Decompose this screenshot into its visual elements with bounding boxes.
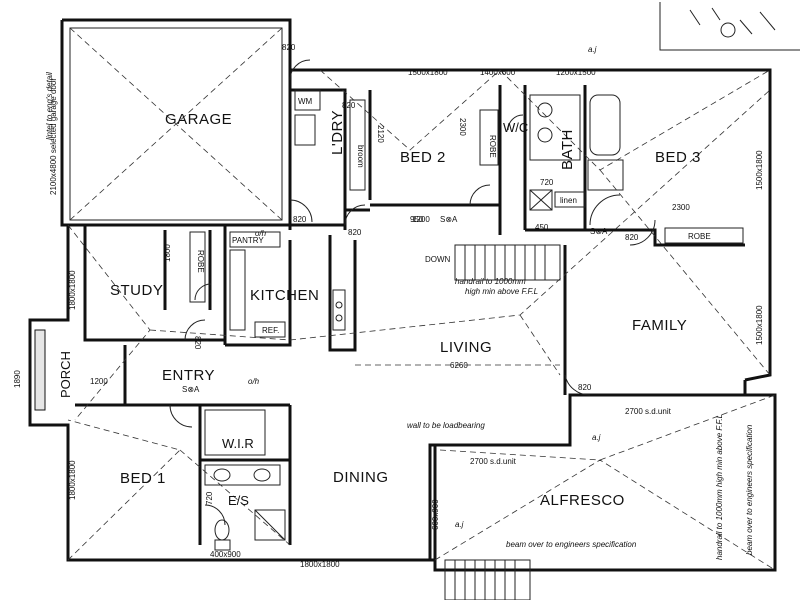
dim-1500x1800-top: 1500x1800 bbox=[408, 68, 448, 77]
dim-1200-porch: 1200 bbox=[90, 377, 108, 386]
loadbearing-note: wall to be loadbearing bbox=[407, 421, 485, 430]
dining-label: DINING bbox=[333, 469, 389, 486]
porch-label: PORCH bbox=[58, 351, 73, 398]
wir-label: W.I.R bbox=[222, 436, 254, 451]
study-label: STUDY bbox=[110, 282, 163, 299]
fixtures bbox=[34, 89, 744, 551]
laundry-label: L'DRY bbox=[329, 110, 346, 155]
dim-2700-b: 2700 s.d.unit bbox=[470, 457, 517, 466]
dim-950: 950 bbox=[410, 215, 424, 224]
dimensions: 820 820 820 820 820 820 820 720 720 2120… bbox=[13, 43, 764, 569]
wc-label: W/C bbox=[503, 120, 528, 135]
fridge-label: REF. bbox=[262, 326, 279, 335]
door-swings bbox=[169, 59, 656, 526]
dim-820-garage: 820 bbox=[282, 43, 296, 52]
bed2-label: BED 2 bbox=[400, 149, 446, 166]
dim-1200x1500: 1200x1500 bbox=[556, 68, 596, 77]
dim-720-es: 720 bbox=[205, 491, 214, 505]
dim-2300: 2300 bbox=[458, 118, 467, 136]
dim-450: 450 bbox=[535, 223, 549, 232]
kitchen-label: KITCHEN bbox=[250, 287, 319, 304]
dim-6260: 6260 bbox=[450, 361, 468, 370]
overhead-note-2: o/h bbox=[248, 377, 260, 386]
overhead-note: o/h bbox=[255, 229, 267, 238]
dim-1800: 1800 bbox=[163, 244, 172, 262]
dim-820-bed2: 820 bbox=[348, 228, 362, 237]
smoke-alarm-1: S⊗A bbox=[440, 215, 458, 224]
handrail-note: handrail to 1000mm bbox=[455, 277, 526, 286]
robe-bed3-label: ROBE bbox=[688, 232, 711, 241]
dim-2300-bed3: 2300 bbox=[672, 203, 690, 212]
dim-400x900: 400x900 bbox=[210, 550, 241, 559]
family-label: FAMILY bbox=[632, 317, 687, 334]
handrail-side-note: handrail to 1000mm high min above F.F.L bbox=[715, 414, 724, 560]
linen-label: linen bbox=[560, 196, 577, 205]
aj-note-2: a.j bbox=[455, 520, 464, 529]
stairs-top bbox=[454, 244, 561, 281]
dim-820-bed3: 820 bbox=[625, 233, 639, 242]
dim-820-ldry-top: 820 bbox=[342, 101, 356, 110]
garage-label: GARAGE bbox=[165, 111, 232, 128]
beam-side-note: beam over to engineers specification bbox=[745, 424, 754, 555]
roof-lines bbox=[67, 27, 776, 571]
entry-label: ENTRY bbox=[162, 367, 215, 384]
dim-garage-door: 2100x4800 selected garage door bbox=[49, 78, 58, 195]
robe-study-label: ROBE bbox=[196, 250, 205, 273]
dim-820-ldry: 820 bbox=[293, 215, 307, 224]
dim-2700-a: 2700 s.d.unit bbox=[625, 407, 672, 416]
ensuite-label: E/S bbox=[228, 493, 249, 508]
dim-1500x1800-bed3: 1500x1800 bbox=[755, 150, 764, 190]
alfresco-label: ALFRESCO bbox=[540, 492, 625, 509]
bath-label: BATH bbox=[559, 129, 576, 170]
dim-1800x1800-alfresco: 600x900 bbox=[431, 499, 440, 530]
handrail-note-2: high min above F.F.L bbox=[465, 287, 538, 296]
dim-1890: 1890 bbox=[13, 370, 22, 388]
aj-note-1: a.j bbox=[592, 433, 601, 442]
smoke-alarm-2: S⊗A bbox=[590, 227, 608, 236]
pantry-label: PANTRY bbox=[232, 236, 264, 245]
stairs-bottom bbox=[444, 559, 531, 600]
dim-1200-hall: 1200 bbox=[412, 215, 430, 224]
notes: handrail to 1000mm high min above F.F.L … bbox=[45, 45, 754, 560]
dim-820-family: 820 bbox=[578, 383, 592, 392]
dim-1500x1800-family: 1500x1800 bbox=[755, 305, 764, 345]
title-block bbox=[659, 2, 800, 51]
bed1-label: BED 1 bbox=[120, 470, 166, 487]
dim-1800x1800-dining: 1800x1800 bbox=[300, 560, 340, 569]
lintel-note: lintel to eng's detail bbox=[45, 72, 54, 140]
interior-walls bbox=[75, 70, 745, 545]
dim-1400x600: 1400x600 bbox=[480, 68, 516, 77]
broom-label: broom bbox=[356, 145, 365, 168]
bed3-label: BED 3 bbox=[655, 149, 701, 166]
living-label: LIVING bbox=[440, 339, 492, 356]
washing-machine-label: WM bbox=[298, 97, 313, 106]
beam-note: beam over to engineers specification bbox=[506, 540, 637, 549]
dim-1800x1800-bed1: 1800x1800 bbox=[68, 460, 77, 500]
dim-820-study: 820 bbox=[193, 336, 202, 350]
stairs-down-label: DOWN bbox=[425, 255, 451, 264]
robe-bed2-label: ROBE bbox=[488, 135, 497, 158]
dim-2120: 2120 bbox=[376, 125, 385, 143]
dim-720-bath: 720 bbox=[540, 178, 554, 187]
dim-1800x1800-study: 1800x1800 bbox=[68, 270, 77, 310]
smoke-alarm-3: S⊗A bbox=[182, 385, 200, 394]
aj-note-3: a.j bbox=[588, 45, 597, 54]
